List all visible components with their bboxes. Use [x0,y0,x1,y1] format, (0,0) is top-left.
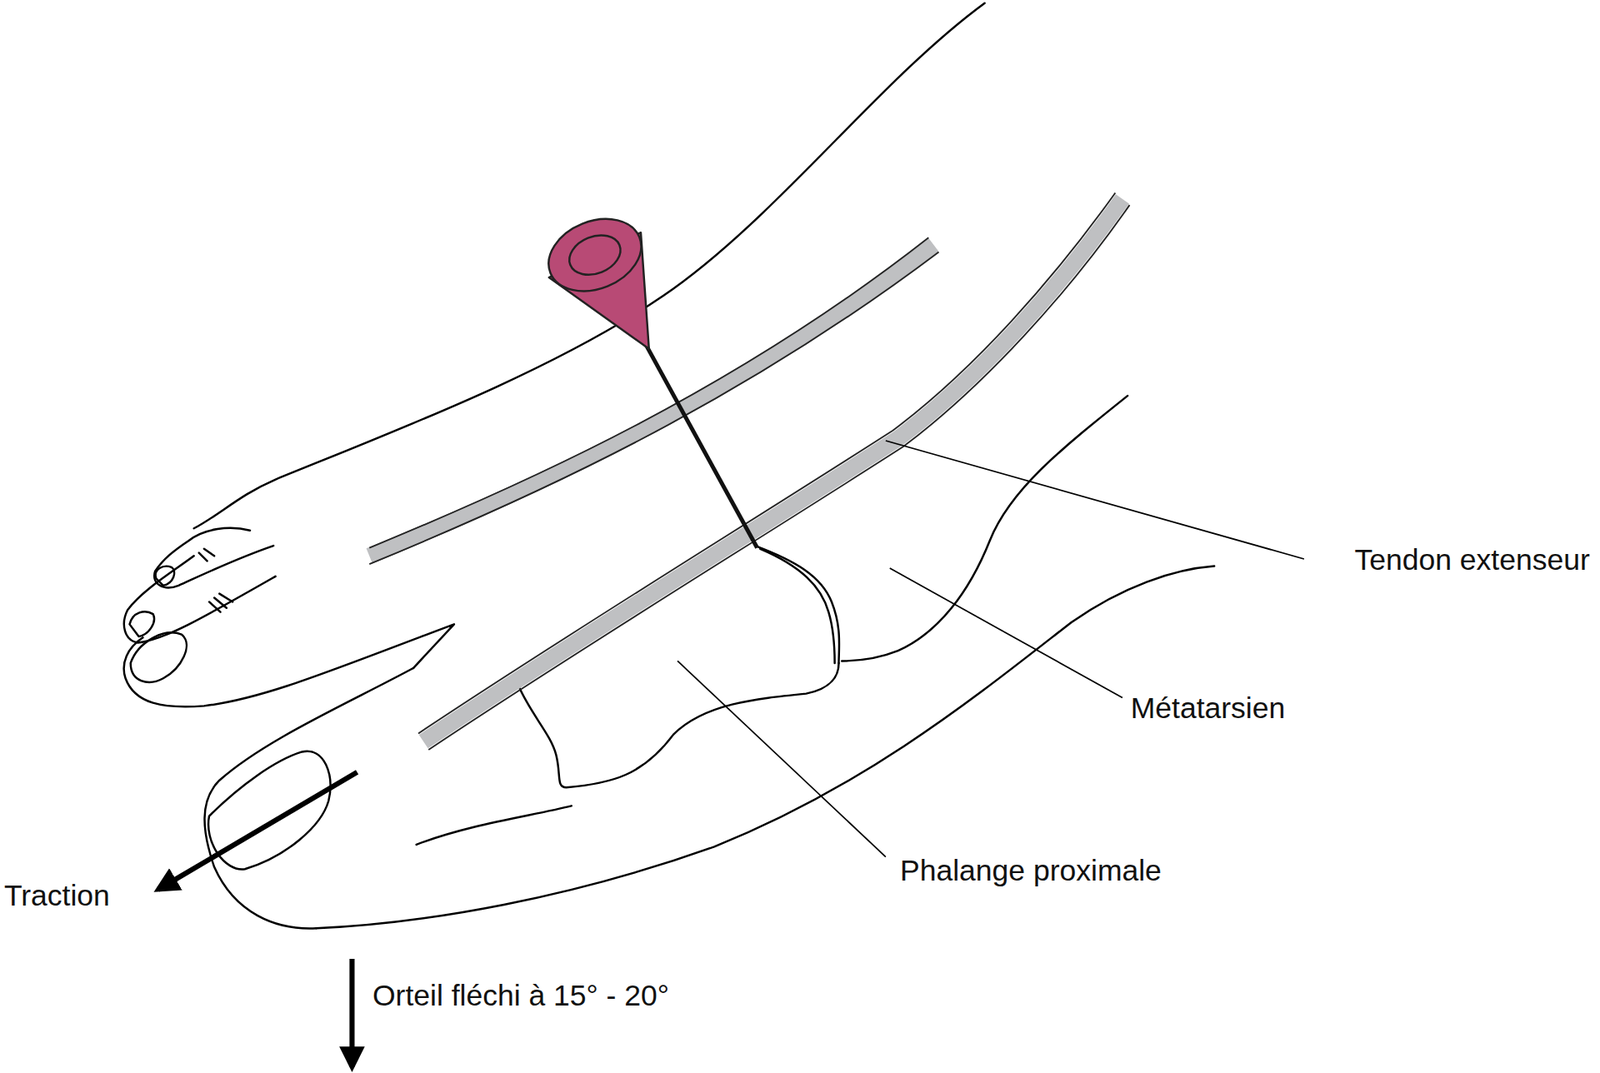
toe-outline [154,528,274,588]
toe-nail [130,632,187,682]
extensor-tendon [418,192,1115,734]
needle [645,345,757,549]
part-label: Tendon extenseur [1354,541,1590,579]
toe-outline [124,555,276,643]
proximal-phalanx [518,663,839,788]
part-label: Phalange proximale [900,851,1162,889]
extensor-tendon [423,199,1123,742]
metatarsal-head [755,545,840,664]
leader-line [890,568,1123,699]
toe-crease [199,549,233,613]
part-label: Métatarsien [1130,690,1286,727]
flexion-arrow [349,959,355,1068]
toe-outline [124,624,455,707]
leader-line [677,660,886,857]
needle-hub [537,205,652,305]
sole-outline [316,566,1215,930]
traction-arrow [158,772,358,890]
foot-inner-line [416,805,572,845]
extensor-tendon [369,245,934,556]
leader-line [885,440,1305,560]
extensor-tendon [428,205,1130,750]
extensor-tendon [369,237,929,548]
toe-nail [130,611,155,637]
part-label: Orteil fléchi à 15° - 20° [372,977,670,1015]
needle-hub-bore [563,228,627,283]
metatarsal-head [760,549,835,664]
part-label: Traction [4,877,110,915]
extensor-tendon [369,251,939,565]
